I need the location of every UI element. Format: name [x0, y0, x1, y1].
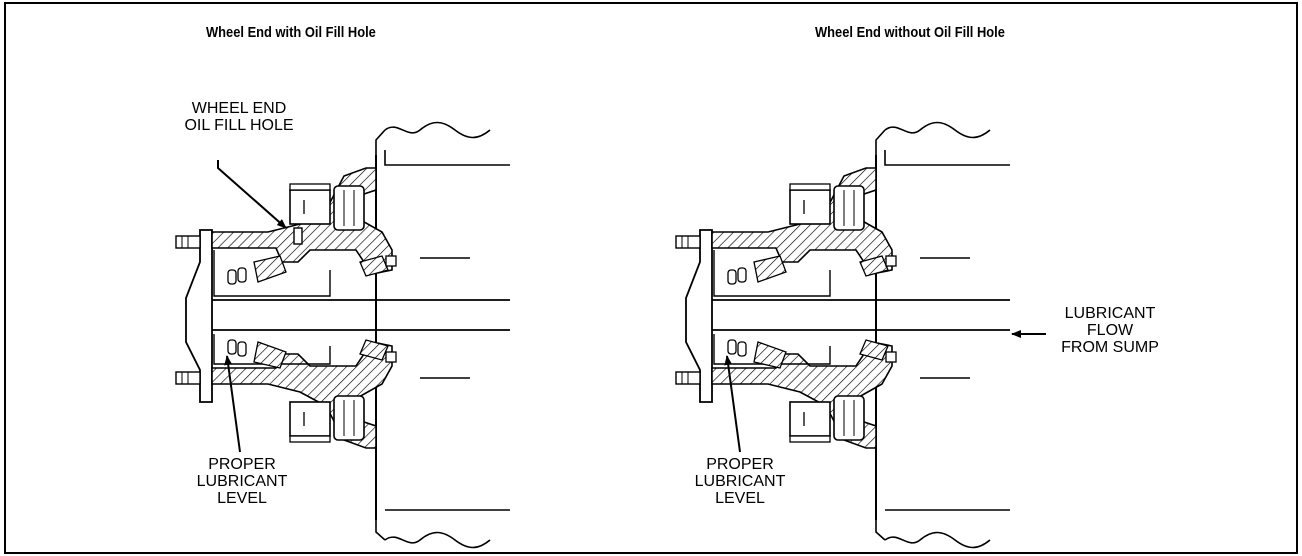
callout-line: WHEEL END	[191, 100, 287, 117]
right-wheel-end-cross-section	[675, 121, 1011, 549]
callout-line: LEVEL	[715, 490, 765, 507]
right-proper-level-callout: PROPER LUBRICANT LEVEL	[684, 456, 796, 507]
oil-fill-hole-leader	[217, 160, 287, 229]
left-wheel-end-cross-section	[175, 121, 511, 549]
figure-frame	[4, 2, 1298, 554]
right-panel-title: Wheel End without Oil Fill Hole	[815, 24, 1005, 41]
callout-line: LUBRICANT	[694, 473, 786, 490]
lubricant-flow-callout: LUBRICANT FLOW FROM SUMP	[1050, 305, 1170, 356]
callout-line: PROPER	[208, 456, 276, 473]
callout-line: OIL FILL HOLE	[184, 117, 294, 134]
callout-line: LUBRICANT	[1064, 305, 1156, 322]
oil-fill-hole-callout: WHEEL END OIL FILL HOLE	[166, 100, 312, 134]
callout-line: PROPER	[706, 456, 774, 473]
oil-fill-plug	[293, 227, 303, 245]
left-level-leader	[224, 355, 241, 453]
callout-line: FLOW	[1086, 322, 1134, 339]
callout-line: LEVEL	[217, 490, 267, 507]
callout-line: FROM SUMP	[1061, 339, 1159, 356]
callout-line: LUBRICANT	[196, 473, 288, 490]
left-panel-title: Wheel End with Oil Fill Hole	[206, 24, 376, 41]
left-proper-level-callout: PROPER LUBRICANT LEVEL	[186, 456, 298, 507]
right-level-leader	[724, 355, 741, 453]
